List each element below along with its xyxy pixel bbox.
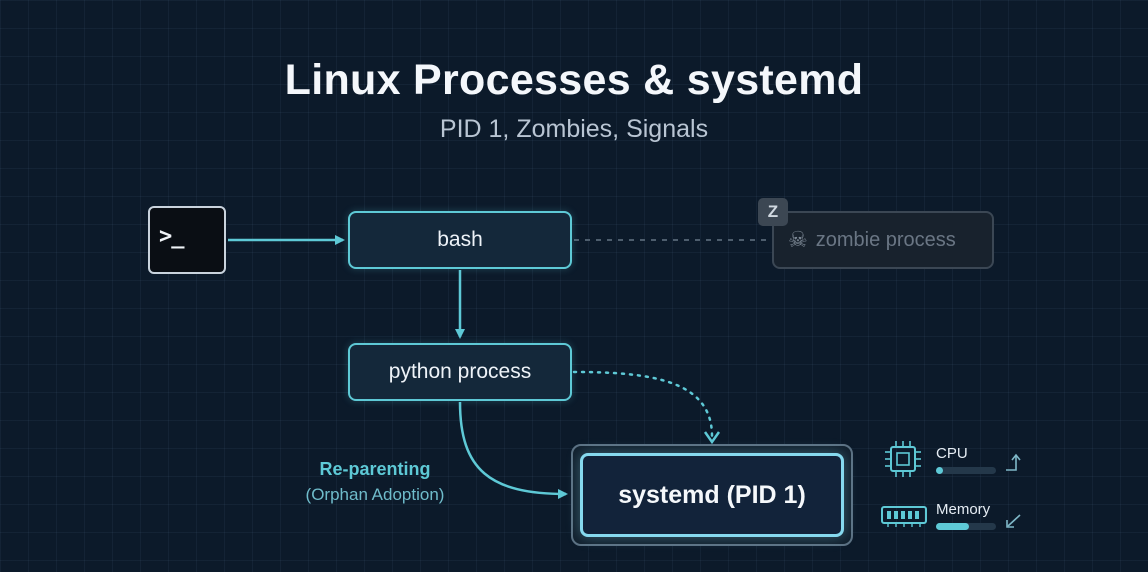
cpu-usage-bar xyxy=(936,467,996,474)
memory-usage-fill xyxy=(936,523,969,530)
reparenting-label: Re-parenting xyxy=(319,459,431,479)
node-systemd-label: systemd (PID 1) xyxy=(618,480,806,509)
edge-python-to-systemd-dotted xyxy=(572,370,714,438)
dotted-arrowhead xyxy=(703,431,721,445)
diagram-title: Linux Processes & systemd xyxy=(284,56,864,104)
node-bash-label: bash xyxy=(437,228,483,251)
node-python-process: python process xyxy=(348,343,572,401)
node-zombie-label: zombie process xyxy=(815,228,956,251)
trend-up-icon xyxy=(1006,453,1021,471)
node-bash: bash xyxy=(348,211,572,269)
terminal-icon: >_ xyxy=(148,206,226,274)
node-python-label: python process xyxy=(388,360,532,383)
skull-icon: ☠ xyxy=(788,227,808,252)
memory-usage-bar xyxy=(936,523,996,530)
cpu-usage-fill xyxy=(936,467,943,474)
node-zombie-process: ☠ zombie process xyxy=(772,211,994,269)
orphan-adoption-label: (Orphan Adoption) xyxy=(305,485,445,504)
edge-reparenting xyxy=(458,401,568,499)
terminal-prompt: >_ xyxy=(159,224,184,249)
memory-module-icon xyxy=(881,506,927,527)
memory-label: Memory xyxy=(936,501,991,518)
cpu-chip-icon xyxy=(885,441,921,477)
cpu-label: CPU xyxy=(936,445,968,462)
node-systemd: systemd (PID 1) xyxy=(580,453,844,537)
trend-down-icon xyxy=(1006,514,1021,528)
diagram-subtitle: PID 1, Zombies, Signals xyxy=(439,115,709,143)
zombie-badge: Z xyxy=(758,198,788,226)
